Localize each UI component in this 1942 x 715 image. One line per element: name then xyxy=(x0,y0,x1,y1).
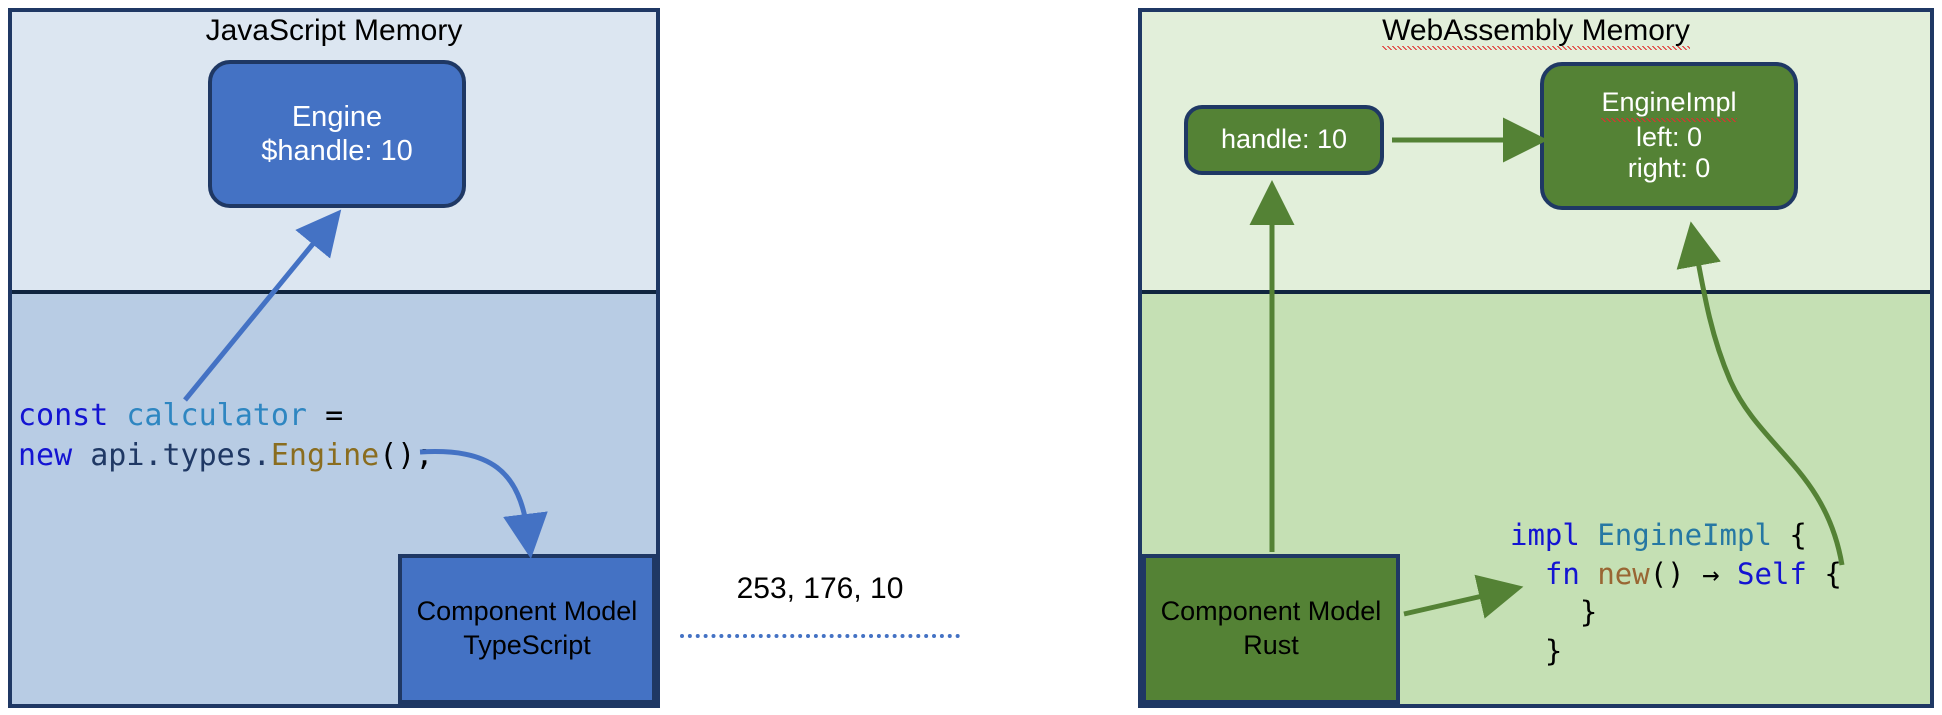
engineimpl-box-line3: right: 0 xyxy=(1627,153,1711,184)
cm-rust-line2: Rust xyxy=(1243,630,1299,660)
cm-rust-line1: Component Model xyxy=(1160,596,1382,627)
engine-box-line1: Engine xyxy=(291,100,383,133)
webassembly-memory-title-text: WebAssembly Memory xyxy=(1382,14,1690,50)
rust-keyword-impl: impl xyxy=(1510,518,1580,552)
engineimpl-box-line1: EngineImpl xyxy=(1601,86,1737,122)
js-type-engine: Engine xyxy=(270,437,380,473)
js-keyword-const: const xyxy=(18,398,109,433)
rust-open-brace-2: { xyxy=(1824,556,1842,591)
js-identifier-calculator: calculator xyxy=(126,398,307,433)
rust-type-engineimpl: EngineImpl xyxy=(1597,518,1772,552)
js-keyword-new: new xyxy=(18,437,73,473)
engineimpl-box-line2: left: 0 xyxy=(1635,121,1703,152)
rust-return-arrow: → xyxy=(1702,556,1720,591)
rust-code-snippet: impl EngineImpl { fn new() → Self { } } xyxy=(1510,516,1842,670)
cm-ts-line2: TypeScript xyxy=(463,630,591,660)
component-model-typescript-box[interactable]: Component Model TypeScript xyxy=(398,554,656,704)
rgb-value-label: 253, 176, 10 xyxy=(736,572,904,605)
webassembly-memory-title: WebAssembly Memory xyxy=(1138,14,1934,50)
dotted-divider-line xyxy=(680,634,960,638)
rust-open-brace-1: { xyxy=(1789,518,1807,552)
engine-box-line2: $handle: 10 xyxy=(261,135,413,167)
js-namespace-api-types: api.types. xyxy=(90,437,271,473)
component-model-rust-box[interactable]: Component Model Rust xyxy=(1142,554,1400,704)
rust-close-brace-1: } xyxy=(1579,595,1598,630)
handle-box-line1: handle: 10 xyxy=(1220,124,1348,155)
cm-ts-line1: Component Model xyxy=(416,596,638,627)
rust-keyword-self: Self xyxy=(1737,556,1807,591)
javascript-code-snippet: const calculator = new api.types.Engine(… xyxy=(18,396,433,476)
js-call-tail: (); xyxy=(379,437,434,473)
javascript-memory-title: JavaScript Memory xyxy=(205,14,463,47)
handle-object-box[interactable]: handle: 10 xyxy=(1184,105,1384,175)
rust-keyword-fn: fn xyxy=(1544,556,1580,591)
engineimpl-object-box[interactable]: EngineImpl left: 0 right: 0 xyxy=(1540,62,1798,210)
rust-close-brace-2: } xyxy=(1544,633,1563,668)
js-operator-equals: = xyxy=(325,398,344,433)
engine-object-box[interactable]: Engine $handle: 10 xyxy=(208,60,466,208)
rust-fn-parens: () xyxy=(1649,556,1685,591)
rust-fn-name-new: new xyxy=(1597,556,1650,591)
